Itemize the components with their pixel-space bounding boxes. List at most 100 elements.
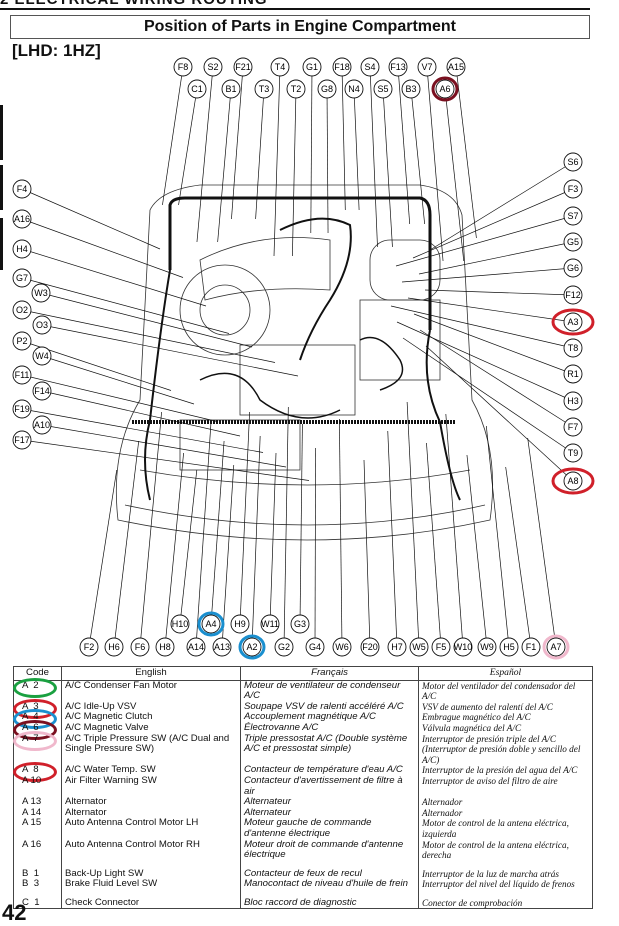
- connector-label-P2: P2: [12, 331, 32, 351]
- code-text: C 1: [22, 896, 40, 908]
- connector-label-R1: R1: [563, 364, 583, 384]
- label-circle: [12, 209, 32, 229]
- spanish-text: VSV de aumento del ralentí del A/C: [422, 701, 553, 712]
- connector-label-G6: G6: [563, 258, 583, 278]
- leader-line-H7: [387, 430, 398, 648]
- french-text: Bloc raccord de diagnostic: [244, 896, 357, 908]
- connector-label-F20: F20: [360, 637, 380, 657]
- english-text: A/C Magnetic Clutch: [65, 711, 153, 723]
- label-text: F3: [568, 184, 579, 194]
- connector-label-H5: H5: [499, 637, 519, 657]
- cell-code: A 16: [13, 839, 62, 861]
- connector-label-G1: G1: [302, 57, 322, 77]
- label-text: W3: [34, 288, 48, 298]
- connector-label-A14: A14: [186, 637, 206, 657]
- connector-label-F4: F4: [12, 179, 32, 199]
- connector-label-S5: S5: [373, 79, 393, 99]
- leader-line-H8: [164, 452, 184, 648]
- french-text: Contacteur de feux de recul: [244, 867, 362, 879]
- connector-label-F2: F2: [79, 637, 99, 657]
- cell-code: A 13: [13, 796, 62, 808]
- label-circle: [563, 312, 583, 332]
- leader-line-F7: [419, 329, 574, 428]
- label-circle: [453, 637, 473, 657]
- french-text: Soupape VSV de ralenti accéléré A/C: [244, 700, 404, 712]
- cell-english: Back-Up Light SW: [61, 860, 241, 880]
- label-circle: [563, 443, 583, 463]
- label-circle: [130, 637, 150, 657]
- label-text: S2: [207, 62, 218, 72]
- cell-spanish: Motor del ventilador del condensador del…: [418, 680, 593, 702]
- label-circle: [32, 346, 52, 366]
- code-text: A 15: [22, 817, 42, 829]
- connector-label-A8: A8: [551, 467, 595, 495]
- label-text: A13: [214, 642, 230, 652]
- label-text: C1: [191, 84, 203, 94]
- leader-lines: [21, 66, 574, 648]
- label-text: G7: [16, 273, 28, 283]
- leader-line-H5: [485, 425, 510, 648]
- leader-line-T9: [402, 337, 574, 454]
- label-circle: [563, 258, 583, 278]
- cell-english: Air Filter Warning SW: [61, 775, 241, 798]
- english-text: Auto Antenna Control Motor LH: [65, 817, 199, 829]
- label-circle: [155, 637, 175, 657]
- cell-spanish: Alternador: [418, 797, 593, 808]
- label-text: G6: [567, 263, 579, 273]
- label-text: F17: [14, 435, 30, 445]
- label-circle: [409, 637, 429, 657]
- highlight-ring-A4: [197, 611, 225, 637]
- label-text: H4: [16, 244, 28, 254]
- french-text: Électrovanne A/C: [244, 721, 319, 733]
- english-text: A/C Condenser Fan Motor: [65, 679, 177, 691]
- connector-label-B3: B3: [401, 79, 421, 99]
- cell-english: Check Connector: [61, 889, 241, 909]
- connector-label-B1: B1: [221, 79, 241, 99]
- french-text: Triple pressostat A/C (Double système A/…: [244, 732, 408, 755]
- connector-label-W5: W5: [409, 637, 429, 657]
- label-text: F18: [334, 62, 350, 72]
- label-text: F11: [15, 370, 30, 380]
- spanish-text: Interruptor de presión triple del A/C (I…: [422, 733, 581, 765]
- code-text: B 1: [22, 867, 40, 879]
- cell-spanish: Embrague magnético del A/C: [418, 712, 593, 723]
- connector-label-W11: W11: [260, 614, 280, 634]
- radiator-area: [179, 419, 301, 471]
- spanish-text: Conector de comprobación: [422, 897, 523, 908]
- connector-label-F7: F7: [563, 417, 583, 437]
- french-text: Contacteur de température d'eau A/C: [244, 764, 403, 776]
- label-text: G5: [567, 237, 579, 247]
- page-title: Position of Parts in Engine Compartment: [10, 15, 590, 39]
- vehicle-outline: [115, 184, 494, 541]
- leader-line-H10: [179, 469, 198, 625]
- leader-line-G2: [283, 406, 289, 648]
- connector-label-T4: T4: [270, 57, 290, 77]
- bumper-line: [124, 504, 486, 526]
- leader-line-A3: [407, 297, 574, 323]
- highlight-ring-A7: [542, 634, 570, 660]
- label-circle: [230, 614, 250, 634]
- connector-label-F18: F18: [332, 57, 352, 77]
- label-circle: [477, 637, 497, 657]
- cell-spanish: Interruptor del nivel del líquido de fre…: [418, 879, 593, 890]
- cell-spanish: Conector de comprobación: [418, 889, 593, 909]
- leader-line-G6: [401, 267, 574, 283]
- label-text: G8: [321, 84, 333, 94]
- french-text: Moteur droit de commande d'antenne élect…: [244, 838, 404, 861]
- leader-line-A8: [425, 345, 574, 482]
- french-text: Moteur gauche de commande d'antenne élec…: [244, 817, 372, 839]
- connector-label-A6: A6: [431, 76, 459, 102]
- connector-label-F21: F21: [233, 57, 253, 77]
- label-circle: [446, 57, 466, 77]
- code-text: A 10: [22, 774, 42, 786]
- code-text: B 3: [22, 878, 40, 890]
- leader-line-T3: [255, 88, 265, 220]
- label-circle: [254, 79, 274, 99]
- english-text: A/C Triple Pressure SW (A/C Dual and Sin…: [65, 732, 230, 755]
- label-text: T9: [568, 448, 579, 458]
- label-text: H10: [172, 619, 189, 629]
